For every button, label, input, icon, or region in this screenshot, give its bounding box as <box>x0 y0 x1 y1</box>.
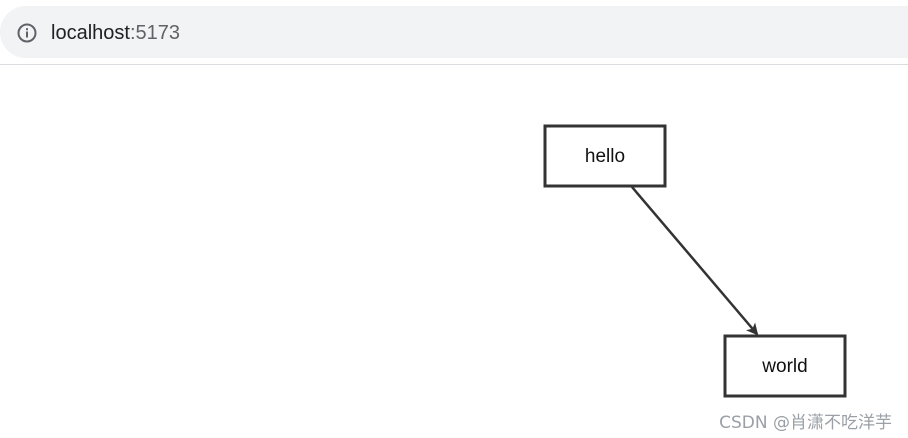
graph-node-world[interactable]: world <box>723 334 847 398</box>
graph-node-hello[interactable]: hello <box>543 124 667 188</box>
node-label-world: world <box>761 356 807 377</box>
watermark-text: CSDN @肖潇不吃洋芋 <box>719 413 892 433</box>
address-bar-divider <box>0 64 908 65</box>
url-host: localhost <box>51 22 130 44</box>
node-box-hello[interactable] <box>543 124 667 188</box>
node-box-world[interactable] <box>723 334 847 398</box>
url-text[interactable]: localhost:5173 <box>51 19 180 47</box>
address-bar[interactable] <box>0 6 908 58</box>
edge-hello-world[interactable] <box>631 186 759 336</box>
node-label-hello: hello <box>585 146 625 167</box>
url-port: :5173 <box>129 22 180 44</box>
info-icon[interactable] <box>16 22 38 44</box>
